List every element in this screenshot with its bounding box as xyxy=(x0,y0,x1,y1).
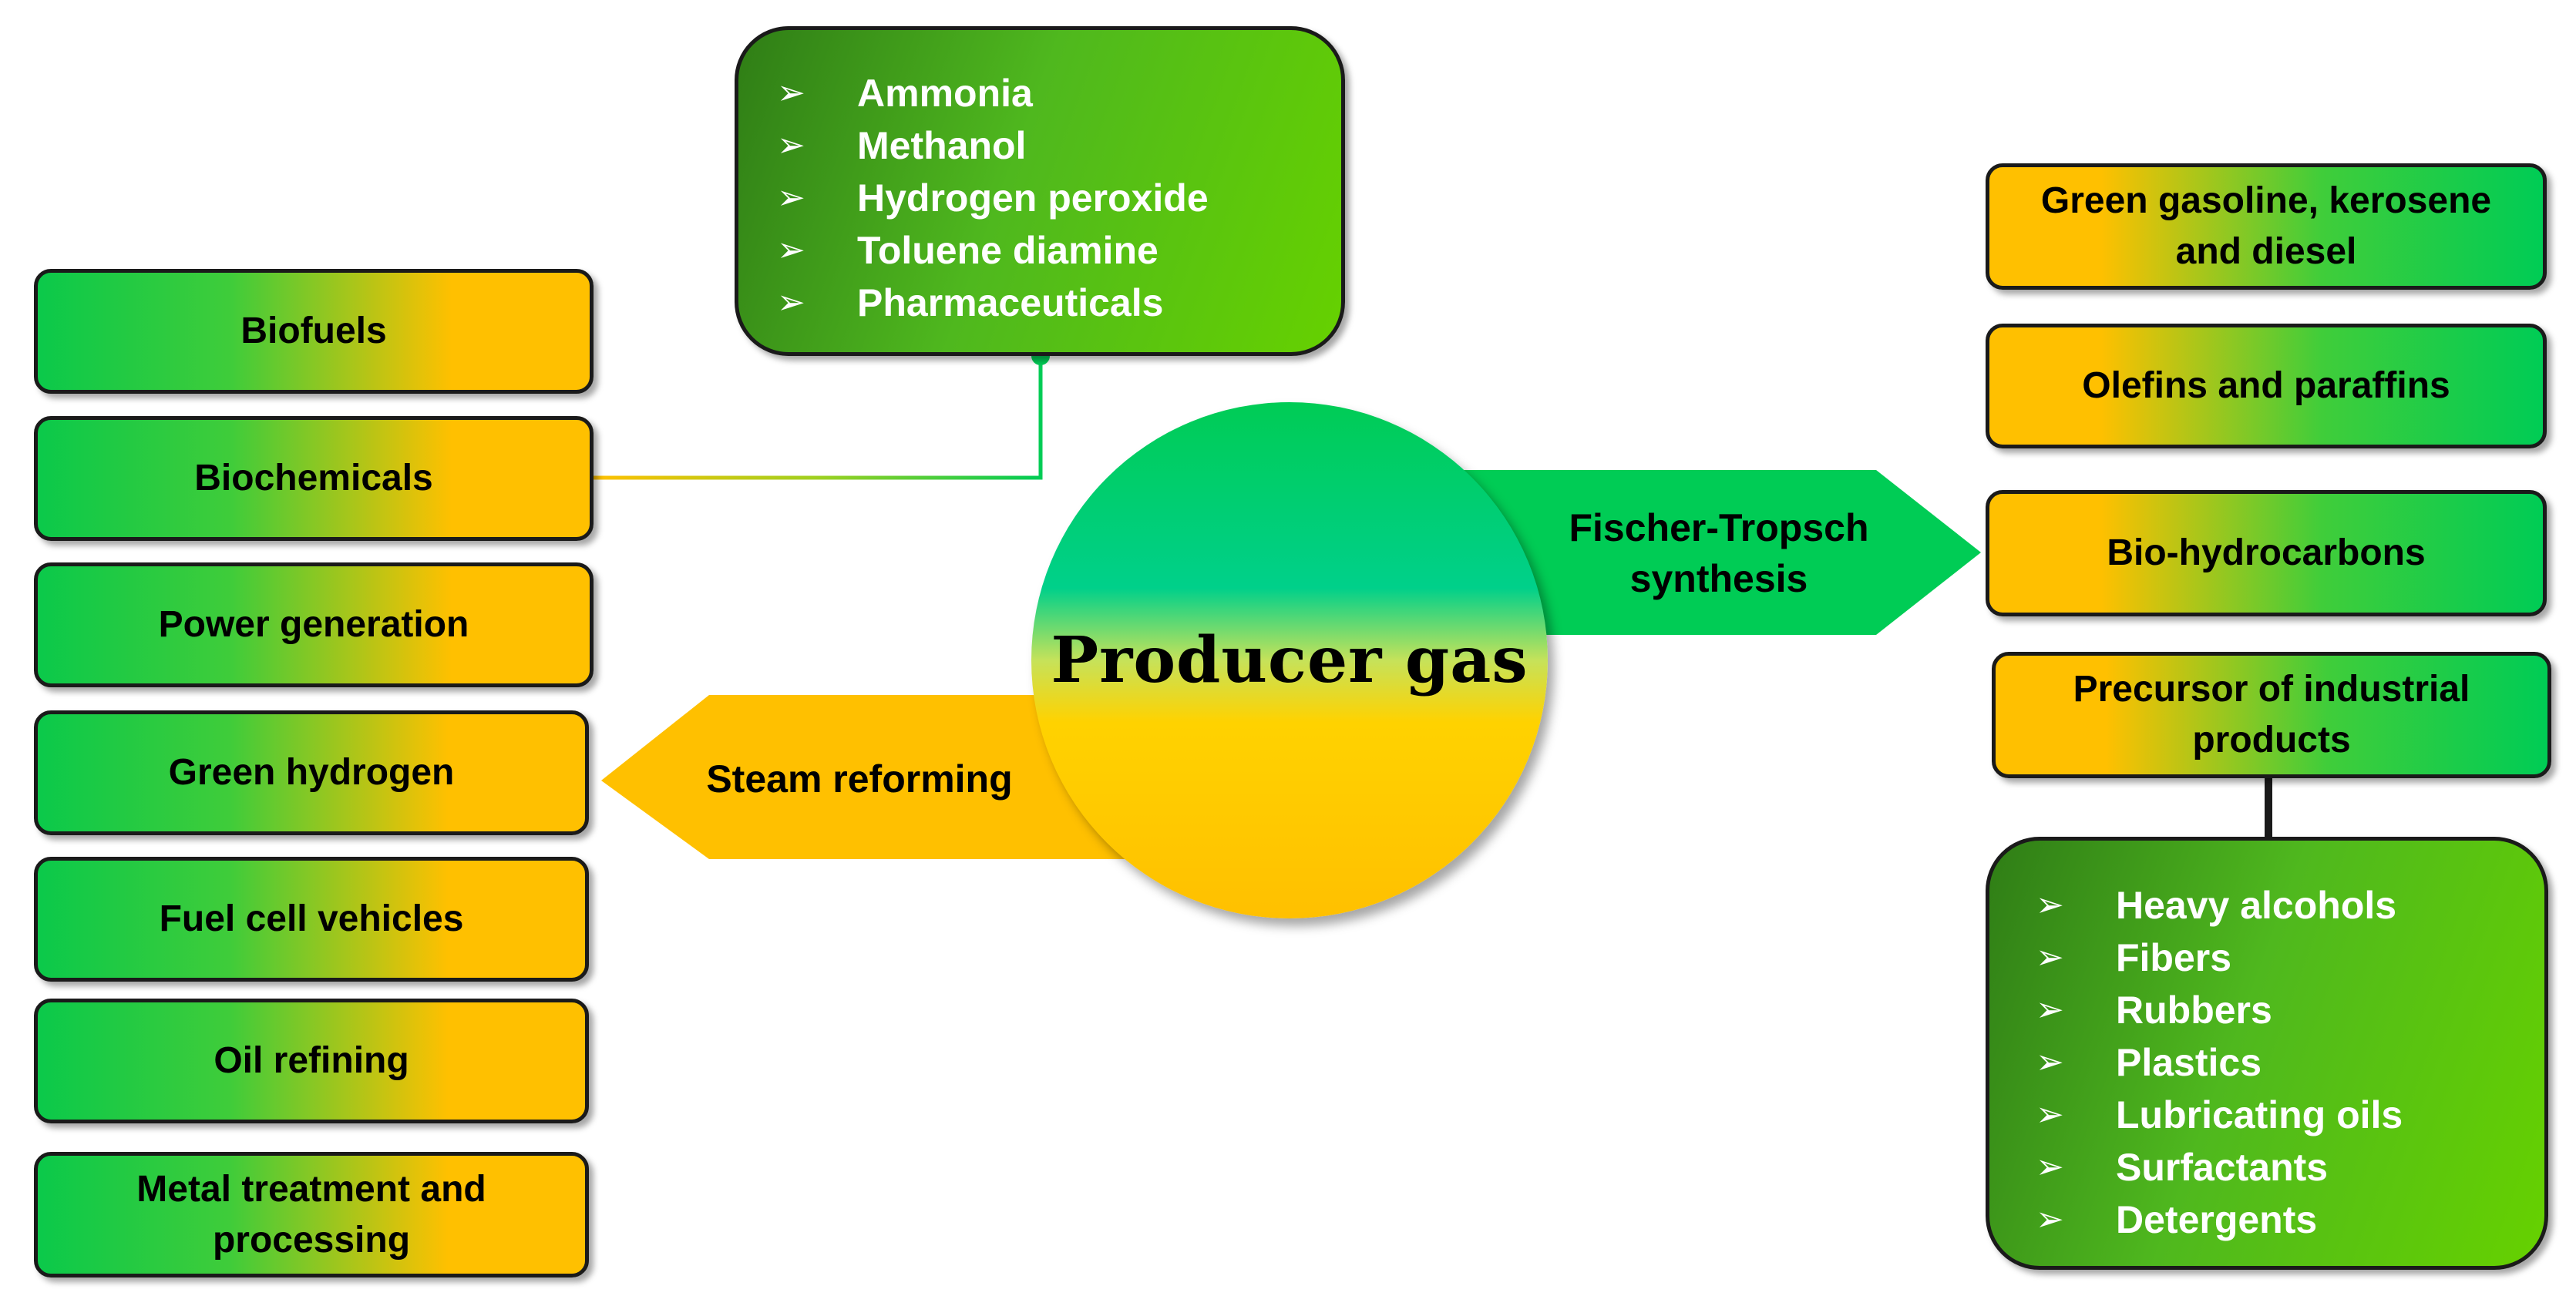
fischer-tropsch-arrow xyxy=(1449,470,1981,635)
list-item: ➢Methanol xyxy=(777,119,1341,172)
arrow-bullet-icon: ➢ xyxy=(2036,1200,2064,1238)
top-products-list: ➢Ammonia ➢Methanol ➢Hydrogen peroxide ➢T… xyxy=(735,26,1345,356)
arrow-bullet-icon: ➢ xyxy=(2036,1148,2064,1186)
box-olefins-paraffins: Olefins and paraffins xyxy=(1986,324,2547,448)
box-biochemicals: Biochemicals xyxy=(34,416,594,541)
fischer-tropsch-label: Fischer-Tropsch synthesis xyxy=(1569,506,1869,600)
biochemicals-connector xyxy=(594,356,1043,480)
list-item: ➢Fibers xyxy=(2036,932,2544,984)
arrow-bullet-icon: ➢ xyxy=(2036,991,2064,1029)
box-green-hydrogen: Green hydrogen xyxy=(34,710,589,835)
arrow-bullet-icon: ➢ xyxy=(777,126,805,164)
list-item: ➢Surfactants xyxy=(2036,1141,2544,1194)
arrow-bullet-icon: ➢ xyxy=(777,179,805,217)
box-oil-refining: Oil refining xyxy=(34,999,589,1123)
arrow-bullet-icon: ➢ xyxy=(2036,1043,2064,1081)
arrow-bullet-icon: ➢ xyxy=(777,231,805,269)
center-label: Producer gas xyxy=(1051,623,1528,697)
list-item: ➢Detergents xyxy=(2036,1194,2544,1246)
box-power-generation: Power generation xyxy=(34,562,594,687)
arrow-bullet-icon: ➢ xyxy=(2036,1096,2064,1133)
list-item: ➢Pharmaceuticals xyxy=(777,277,1341,329)
list-item: ➢Rubbers xyxy=(2036,984,2544,1036)
arrow-bullet-icon: ➢ xyxy=(777,74,805,112)
steam-reforming-label: Steam reforming xyxy=(706,757,1013,801)
box-green-gasoline: Green gasoline, kerosene and diesel xyxy=(1986,163,2547,290)
box-metal-treatment: Metal treatment and processing xyxy=(34,1152,589,1277)
list-item: ➢Plastics xyxy=(2036,1036,2544,1089)
list-item: ➢Ammonia xyxy=(777,67,1341,119)
list-item: ➢Toluene diamine xyxy=(777,224,1341,277)
arrow-bullet-icon: ➢ xyxy=(2036,938,2064,976)
box-bio-hydrocarbons: Bio-hydrocarbons xyxy=(1986,490,2547,616)
list-item: ➢Heavy alcohols xyxy=(2036,879,2544,932)
producer-gas-circle: Producer gas xyxy=(1031,402,1548,918)
box-biofuels: Biofuels xyxy=(34,269,594,394)
steam-reforming-arrow xyxy=(601,695,1133,859)
arrow-bullet-icon: ➢ xyxy=(777,284,805,321)
list-item: ➢Lubricating oils xyxy=(2036,1089,2544,1141)
box-fuel-cell-vehicles: Fuel cell vehicles xyxy=(34,857,589,982)
box-precursor-industrial: Precursor of industrial products xyxy=(1992,652,2551,778)
industrial-products-list: ➢Heavy alcohols ➢Fibers ➢Rubbers ➢Plasti… xyxy=(1986,837,2548,1270)
arrow-bullet-icon: ➢ xyxy=(2036,886,2064,924)
list-item: ➢Hydrogen peroxide xyxy=(777,172,1341,224)
